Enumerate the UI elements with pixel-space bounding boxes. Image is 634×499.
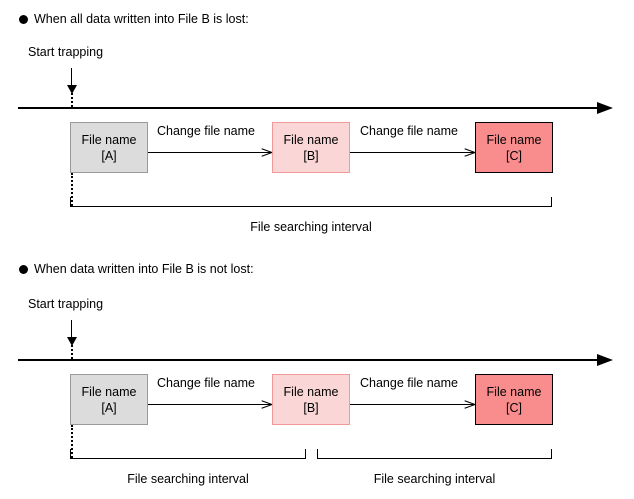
section-1-file-box-a-line2: [A]	[101, 148, 117, 163]
section-1-file-box-c[interactable]: File name [C]	[475, 122, 553, 173]
section-2-file-box-a-line1: File name	[81, 384, 137, 399]
section-2-file-box-c[interactable]: File name [C]	[475, 374, 553, 425]
section-2-file-box-c-line1: File name	[486, 384, 542, 399]
section-1-heading: When all data written into File B is los…	[19, 12, 249, 27]
section-1-file-box-b-line2: [B]	[303, 148, 319, 163]
section-1-file-box-c-line2: [C]	[506, 148, 522, 163]
section-1-transition-arrow-bc	[350, 152, 475, 153]
section-1-start-trapping-label: Start trapping	[28, 45, 104, 59]
section-2-file-box-a[interactable]: File name [A]	[70, 374, 148, 425]
section-1-interval-bracket	[70, 197, 552, 207]
section-1-start-trapping-arrow-stem	[71, 68, 72, 87]
section-1-interval-label: File searching interval	[250, 220, 372, 234]
section-2-transition-arrow-bc	[350, 404, 475, 405]
section-1-heading-text: When all data written into File B is los…	[34, 12, 249, 26]
section-1-timeline-axis	[18, 107, 598, 109]
section-2-interval-bracket-2	[317, 449, 552, 459]
section-2-interval-bracket-1	[70, 449, 306, 459]
section-2-file-box-b-line2: [B]	[303, 400, 319, 415]
section-2-timeline-arrowhead	[597, 354, 613, 366]
section-1-trap-dotted-lower	[71, 173, 73, 206]
section-1-file-box-b[interactable]: File name [B]	[272, 122, 350, 173]
section-1-file-box-a-line1: File name	[81, 132, 137, 147]
section-2-trap-dotted-lower	[71, 425, 73, 458]
section-2-timeline-axis	[18, 359, 598, 361]
section-1-trap-dotted-upper	[71, 88, 73, 107]
section-2-start-trapping-arrow-stem	[71, 320, 72, 339]
section-2-start-trapping-label: Start trapping	[28, 297, 104, 311]
section-1-transition-label-bc: Change file name	[360, 124, 458, 138]
section-1-transition-label-ab: Change file name	[157, 124, 255, 138]
section-1-timeline-arrowhead	[597, 102, 613, 114]
section-2-heading: When data written into File B is not los…	[19, 262, 254, 277]
section-1-file-box-a[interactable]: File name [A]	[70, 122, 148, 173]
section-2-transition-arrow-ab	[148, 404, 272, 405]
section-2-interval-label-1: File searching interval	[127, 472, 249, 486]
section-2-transition-label-bc: Change file name	[360, 376, 458, 390]
section-1-file-box-b-line1: File name	[283, 132, 339, 147]
section-2-trap-dotted-upper	[71, 340, 73, 359]
section-2-file-box-b-line1: File name	[283, 384, 339, 399]
section-2-file-box-c-line2: [C]	[506, 400, 522, 415]
section-1-file-box-c-line1: File name	[486, 132, 542, 147]
section-2-interval-label-2: File searching interval	[373, 472, 496, 486]
section-2-file-box-a-line2: [A]	[101, 400, 117, 415]
section-1-transition-arrow-ab	[148, 152, 272, 153]
section-2-heading-text: When data written into File B is not los…	[34, 262, 254, 276]
section-2-file-box-b[interactable]: File name [B]	[272, 374, 350, 425]
section-2-transition-label-ab: Change file name	[157, 376, 255, 390]
bullet-dot-icon	[19, 15, 28, 24]
bullet-dot-icon-2	[19, 265, 28, 274]
